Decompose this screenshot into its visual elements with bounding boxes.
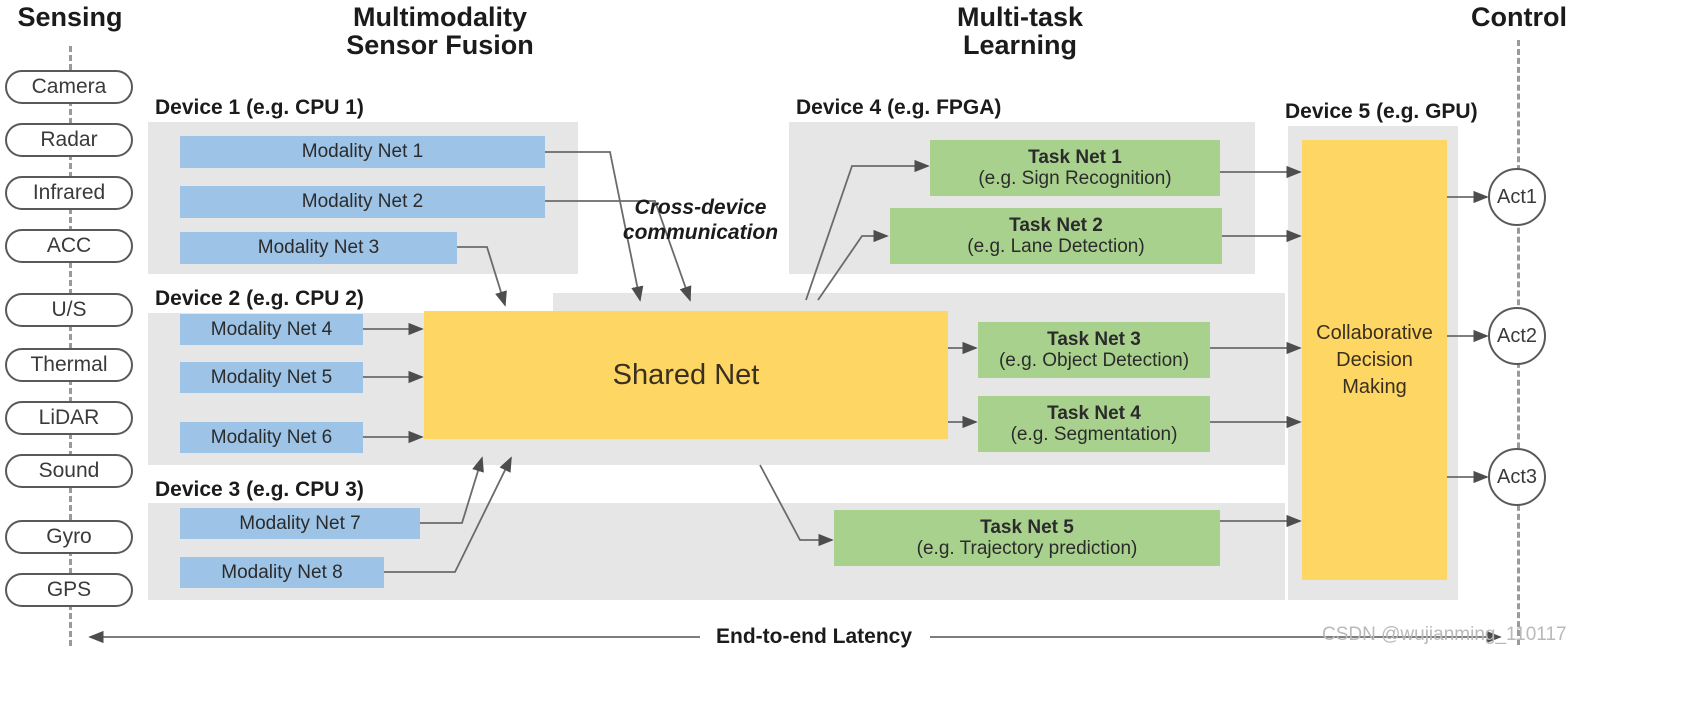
sensor-pill-thermal[interactable]: Thermal [5,348,133,382]
modality-net-6[interactable]: Modality Net 6 [180,422,363,453]
device-label-2: Device 2 (e.g. CPU 2) [155,287,364,310]
modality-net-7[interactable]: Modality Net 7 [180,508,420,539]
task-net-5[interactable]: Task Net 5 (e.g. Trajectory prediction) [834,510,1220,566]
sensor-pill-sound[interactable]: Sound [5,454,133,488]
sensor-label: LiDAR [38,406,100,429]
decision-line3: Making [1342,375,1407,398]
modality-net-label: Modality Net 6 [210,426,333,448]
modality-net-label: Modality Net 1 [301,141,424,162]
actuator-label: Act2 [1496,324,1538,347]
task-net-2[interactable]: Task Net 2 (e.g. Lane Detection) [890,208,1222,264]
sensor-pill-gyro[interactable]: Gyro [5,520,133,554]
task-net-title: Task Net 1 [1028,146,1122,168]
header-multitask-line1: Multi-task [956,2,1083,32]
end-to-end-latency-label: End-to-end Latency [708,625,921,649]
header-multitask-line2: Learning [962,29,1077,60]
cross-device-line2: communication [622,220,779,244]
header-fusion-line2: Sensor Fusion [346,29,534,60]
actuator-act2[interactable]: Act2 [1488,307,1546,365]
task-net-title: Task Net 4 [1047,402,1141,424]
modality-net-2[interactable]: Modality Net 2 [180,186,545,218]
collaborative-decision-making-block[interactable]: Collaborative Decision Making [1302,140,1447,580]
sensor-pill-lidar[interactable]: LiDAR [5,401,133,435]
cross-device-communication-annotation: Cross-device communication [608,196,793,246]
header-fusion-line1: Multimodality [353,2,527,32]
device-label-5: Device 5 (e.g. GPU) [1285,100,1478,123]
sensor-label: Infrared [32,181,106,204]
task-net-example: (e.g. Trajectory prediction) [916,538,1138,559]
sensor-pill-camera[interactable]: Camera [5,70,133,104]
task-net-title: Task Net 3 [1047,328,1141,350]
modality-net-label: Modality Net 5 [210,366,333,388]
sensor-label: Gyro [46,525,92,548]
task-net-3[interactable]: Task Net 3 (e.g. Object Detection) [978,322,1210,378]
modality-net-8[interactable]: Modality Net 8 [180,557,384,588]
modality-net-label: Modality Net 4 [210,318,333,340]
task-net-title: Task Net 2 [1009,214,1103,236]
modality-net-5[interactable]: Modality Net 5 [180,362,363,393]
sensor-label: Thermal [30,353,108,376]
actuator-act1[interactable]: Act1 [1488,168,1546,226]
watermark: CSDN @wujianming_110117 [1322,624,1567,645]
modality-net-1[interactable]: Modality Net 1 [180,136,545,168]
sensor-pill-us[interactable]: U/S [5,293,133,327]
sensor-label: Radar [40,128,98,151]
task-net-example: (e.g. Sign Recognition) [978,168,1172,189]
actuator-act3[interactable]: Act3 [1488,448,1546,506]
sensor-pill-gps[interactable]: GPS [5,573,133,607]
actuator-label: Act1 [1496,185,1538,208]
task-net-title: Task Net 5 [980,516,1074,538]
device-label-4: Device 4 (e.g. FPGA) [796,96,1002,119]
sensor-pill-radar[interactable]: Radar [5,123,133,157]
task-net-example: (e.g. Lane Detection) [967,236,1145,257]
shared-net-block[interactable]: Shared Net [424,311,948,439]
header-multimodality-sensor-fusion: Multimodality Sensor Fusion [290,2,590,60]
sensor-label: U/S [51,298,87,321]
sensor-label: Camera [31,75,107,98]
task-net-example: (e.g. Segmentation) [1010,424,1178,445]
task-net-example: (e.g. Object Detection) [998,350,1190,371]
decision-line1: Collaborative [1316,321,1433,344]
header-control: Control [1471,2,1567,32]
sensor-label: GPS [46,578,92,601]
sensor-label: Sound [38,459,100,482]
shared-net-label: Shared Net [612,358,760,391]
modality-net-label: Modality Net 8 [221,561,343,583]
modality-net-label: Modality Net 2 [301,191,424,212]
modality-net-label: Modality Net 3 [257,237,380,258]
task-net-1[interactable]: Task Net 1 (e.g. Sign Recognition) [930,140,1220,196]
task-net-4[interactable]: Task Net 4 (e.g. Segmentation) [978,396,1210,452]
modality-net-4[interactable]: Modality Net 4 [180,314,363,345]
sensor-pill-infrared[interactable]: Infrared [5,176,133,210]
device-label-3: Device 3 (e.g. CPU 3) [155,478,364,501]
actuator-label: Act3 [1496,465,1538,488]
sensor-label: ACC [46,234,92,257]
decision-line2: Decision [1336,348,1413,371]
header-multitask-learning: Multi-task Learning [880,2,1160,60]
modality-net-3[interactable]: Modality Net 3 [180,232,457,264]
sensing-spine-dashed-line [69,46,72,646]
header-sensing: Sensing [17,2,123,32]
cross-device-line1: Cross-device [634,196,767,219]
modality-net-label: Modality Net 7 [239,512,361,534]
device-label-1: Device 1 (e.g. CPU 1) [155,96,364,119]
sensor-pill-acc[interactable]: ACC [5,229,133,263]
